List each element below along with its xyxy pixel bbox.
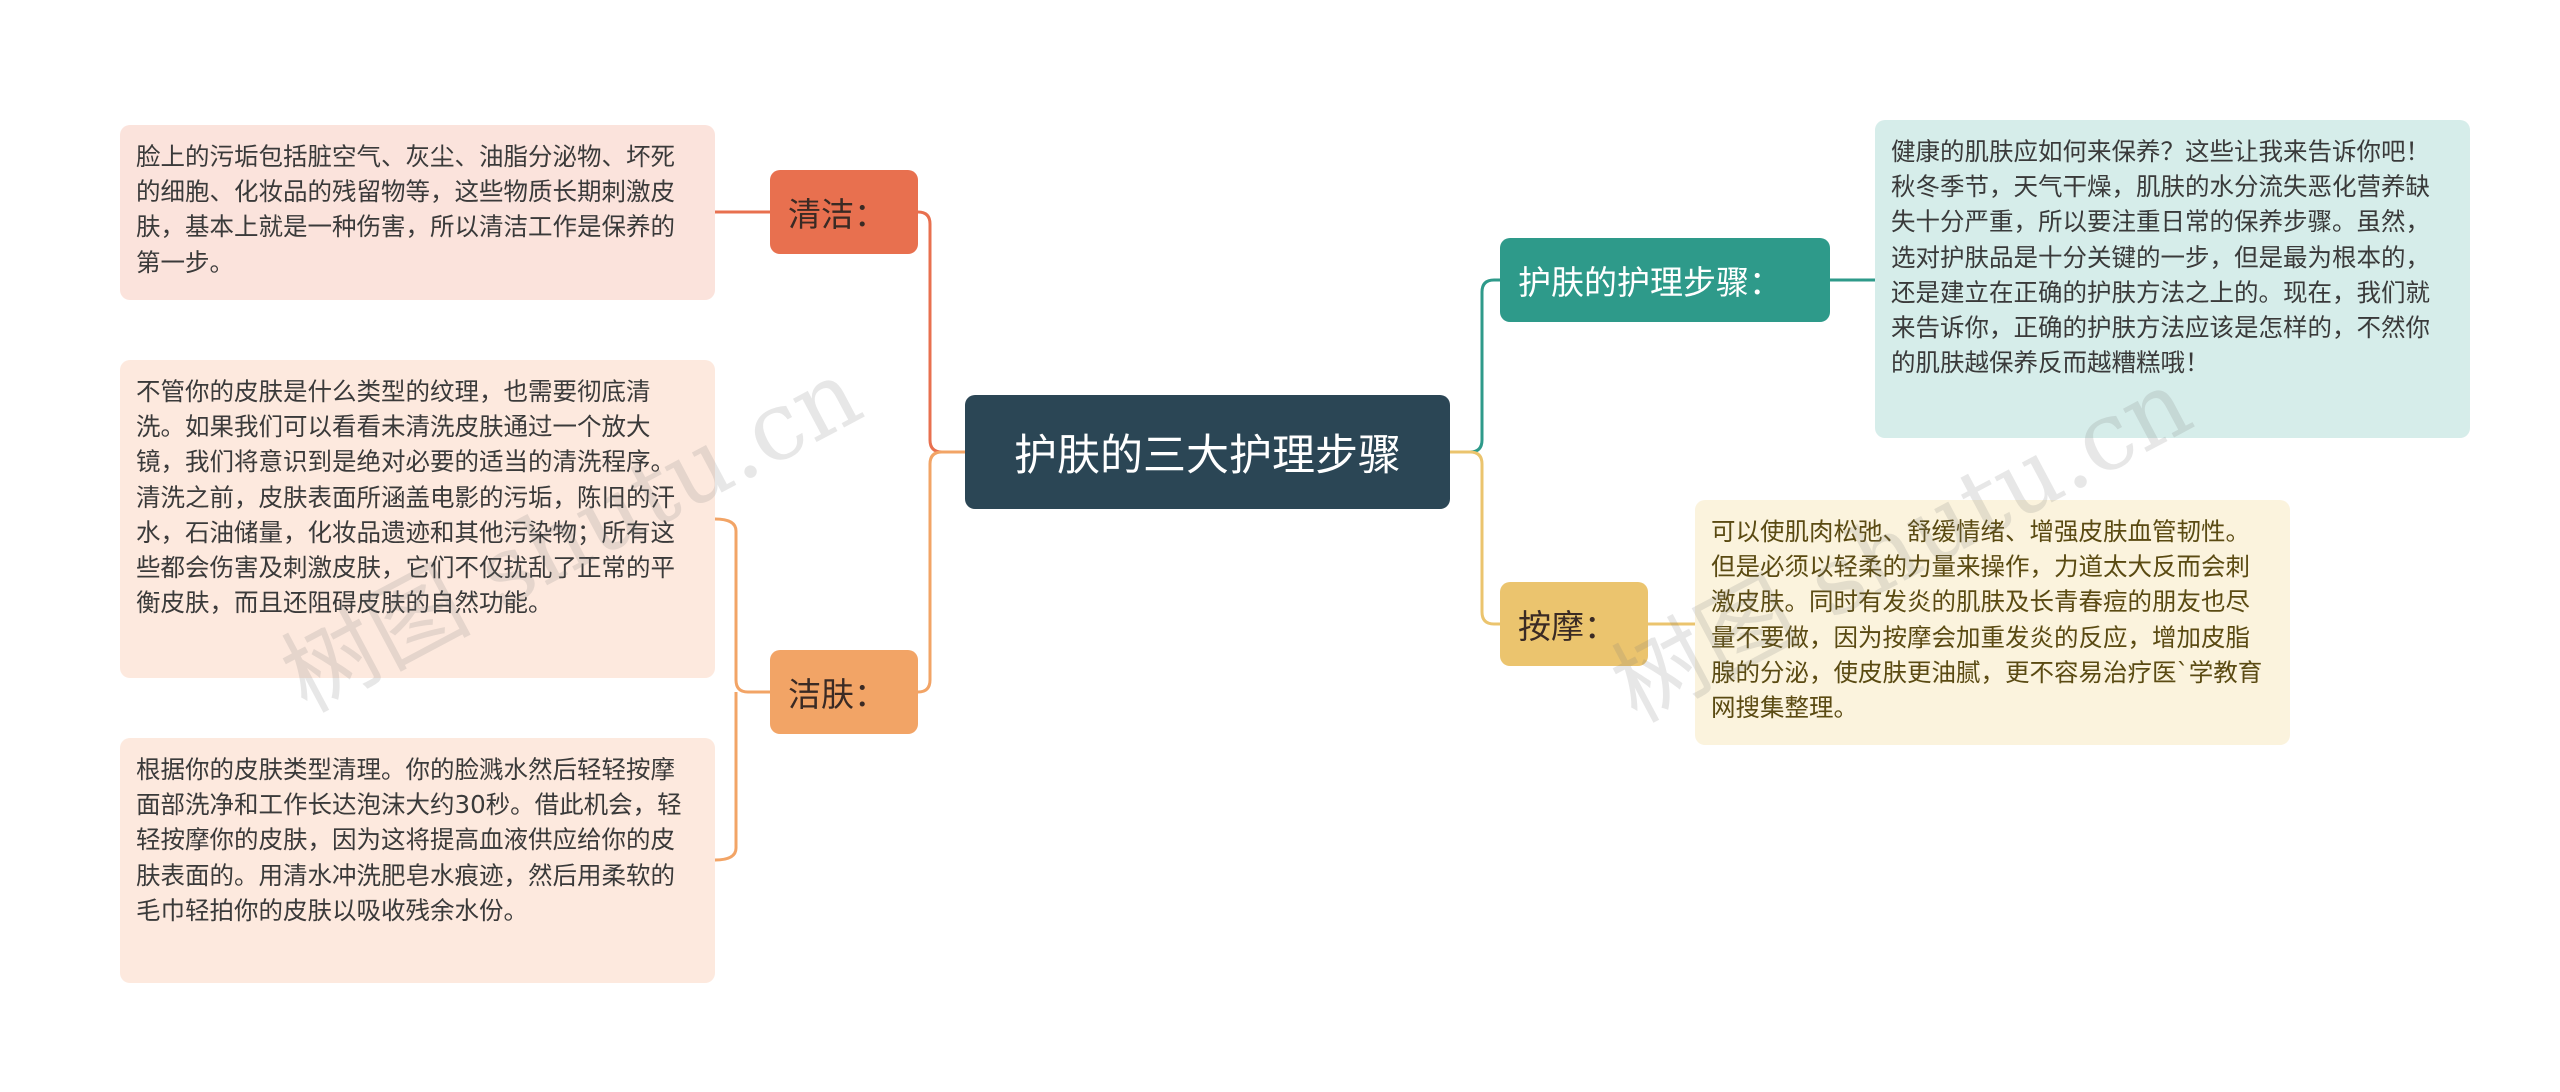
leaf-clean-text[interactable]: 脸上的污垢包括脏空气、灰尘、油脂分泌物、坏死的细胞、化妆品的残留物等，这些物质长… [120, 125, 715, 300]
link-root-massage [1450, 450, 1500, 626]
branch-care-steps[interactable]: 护肤的护理步骤： [1500, 238, 1830, 322]
link-root-clean [917, 210, 965, 454]
link-root-jiefu [917, 450, 965, 694]
link-root-steps [1450, 278, 1500, 454]
link-jiefu-leaves [714, 517, 770, 862]
root-topic[interactable]: 护肤的三大护理步骤 [965, 395, 1450, 509]
branch-clean[interactable]: 清洁： [770, 170, 918, 254]
branch-jiefu[interactable]: 洁肤： [770, 650, 918, 734]
leaf-care-steps-text[interactable]: 健康的肌肤应如何来保养？这些让我来告诉你吧！秋冬季节，天气干燥，肌肤的水分流失恶… [1875, 120, 2470, 438]
leaf-jiefu-text-1[interactable]: 不管你的皮肤是什么类型的纹理，也需要彻底清洗。如果我们可以看看未清洗皮肤通过一个… [120, 360, 715, 678]
branch-massage[interactable]: 按摩： [1500, 582, 1648, 666]
leaf-massage-text[interactable]: 可以使肌肉松弛、舒缓情绪、增强皮肤血管韧性。但是必须以轻柔的力量来操作，力道太大… [1695, 500, 2290, 745]
leaf-jiefu-text-2[interactable]: 根据你的皮肤类型清理。你的脸溅水然后轻轻按摩面部洗净和工作长达泡沫大约30秒。借… [120, 738, 715, 983]
